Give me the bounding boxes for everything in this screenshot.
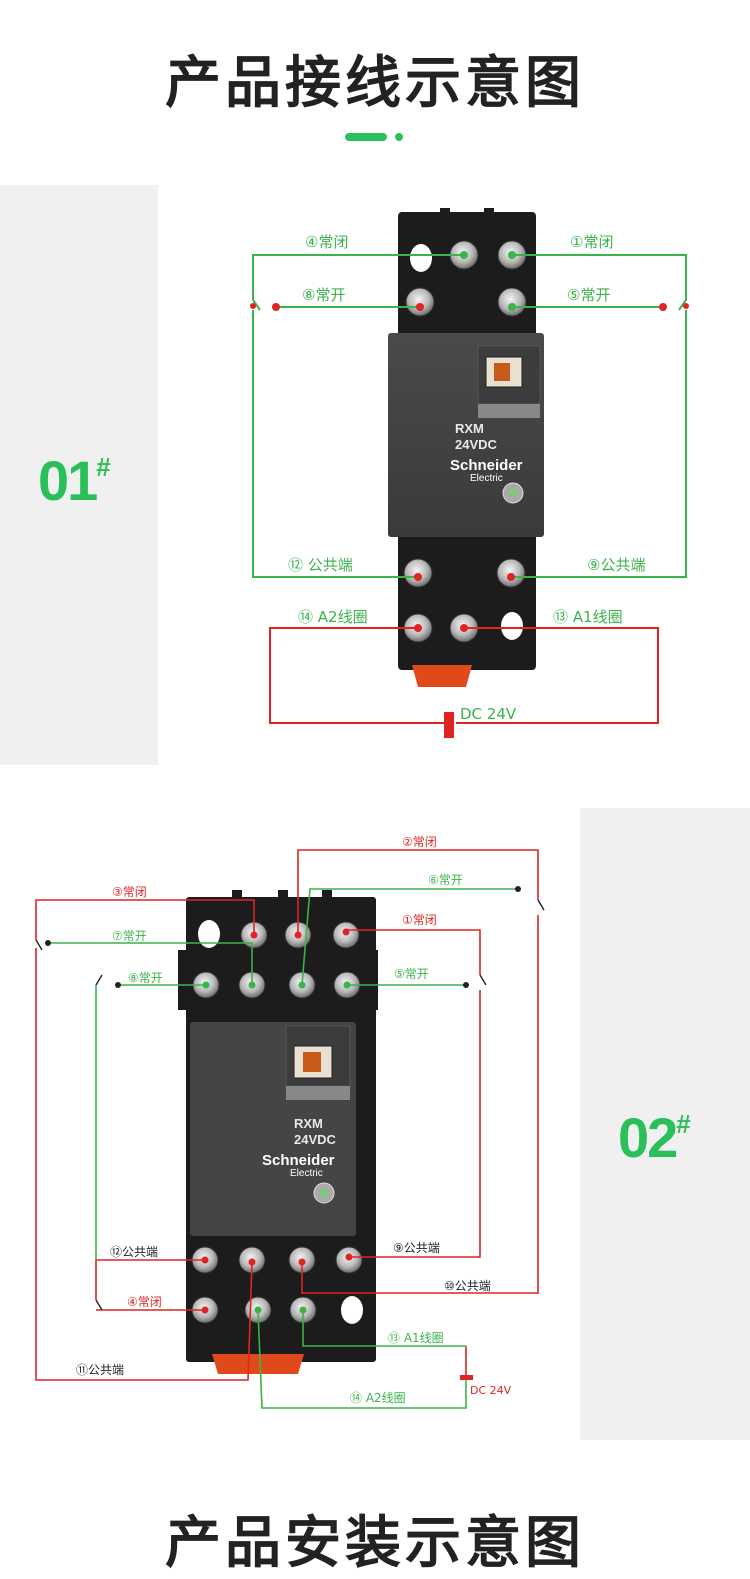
- label-t13: ⑬ A1线圈: [553, 608, 623, 626]
- dc-source-symbol: [444, 712, 454, 738]
- green-wires-4p: [48, 888, 518, 1409]
- label-t1: ①常闭: [570, 233, 613, 251]
- label-t14: ⑭ A2线圈: [298, 608, 368, 626]
- relay-brand-sub: Electric: [470, 473, 503, 484]
- label-t5: ⑤常开: [567, 286, 610, 304]
- label2-t5: ⑤常开: [394, 967, 429, 981]
- relay-model: RXM: [455, 421, 484, 436]
- label2-t10: ⑩公共端: [444, 1279, 491, 1293]
- label-t4: ④常闭: [305, 233, 348, 251]
- relay-socket-4p: [178, 890, 378, 1374]
- relay-model-4p: RXM: [294, 1116, 323, 1131]
- switch-contacts-4p: [35, 899, 545, 1311]
- terminal-screws-4p: [191, 921, 363, 1324]
- label2-t2: ②常闭: [402, 835, 437, 849]
- label2-t7: ⑦常开: [112, 929, 147, 943]
- label2-t3: ③常闭: [112, 885, 147, 899]
- connection-dots: [250, 251, 689, 632]
- label2-t1: ①常闭: [402, 913, 437, 927]
- label2-t14: ⑭ A2线圈: [350, 1391, 406, 1405]
- relay-module: [388, 333, 544, 537]
- coil-wires: [269, 627, 659, 724]
- label-t8: ⑧常开: [302, 286, 345, 304]
- next-section-title: 产品安装示意图: [165, 1511, 585, 1576]
- label-t12: ⑫ 公共端: [288, 556, 353, 574]
- connection-dots-4p: [45, 886, 521, 1314]
- relay-brand-sub-4p: Electric: [290, 1168, 323, 1179]
- diagram1-panel: [0, 185, 158, 765]
- label2-dc: DC 24V: [470, 1384, 512, 1397]
- diagram1-number: 01#: [38, 449, 111, 512]
- diagram2-number: 02#: [618, 1106, 691, 1169]
- label2-t9: ⑨公共端: [393, 1241, 440, 1255]
- section-title: 产品接线示意图: [165, 51, 585, 116]
- relay-module-4p: [190, 1022, 356, 1236]
- green-wires: [252, 254, 687, 578]
- label2-t6: ⑥常开: [428, 873, 463, 887]
- relay-brand-4p: Schneider: [262, 1152, 335, 1169]
- relay-brand: Schneider: [450, 457, 523, 474]
- label2-t4: ④常闭: [127, 1295, 162, 1309]
- relay-voltage: 24VDC: [455, 437, 498, 452]
- label2-t11: ⑪公共端: [76, 1363, 124, 1377]
- diagram2-panel: [580, 808, 750, 1440]
- diagram1: RXM 24VDC Schneider Electric ④常闭 ①常闭 ⑧常开…: [250, 208, 689, 738]
- dc-source-symbol-4p: [460, 1375, 473, 1380]
- label2-t13: ⑬ A1线圈: [388, 1331, 444, 1345]
- relay-voltage-4p: 24VDC: [294, 1132, 337, 1147]
- label2-t8: ⑧常开: [128, 971, 163, 985]
- label2-t12: ⑫公共端: [110, 1245, 158, 1259]
- label-dc: DC 24V: [460, 705, 517, 723]
- label-t9: ⑨公共端: [587, 556, 645, 574]
- red-wires-4p: [35, 849, 539, 1381]
